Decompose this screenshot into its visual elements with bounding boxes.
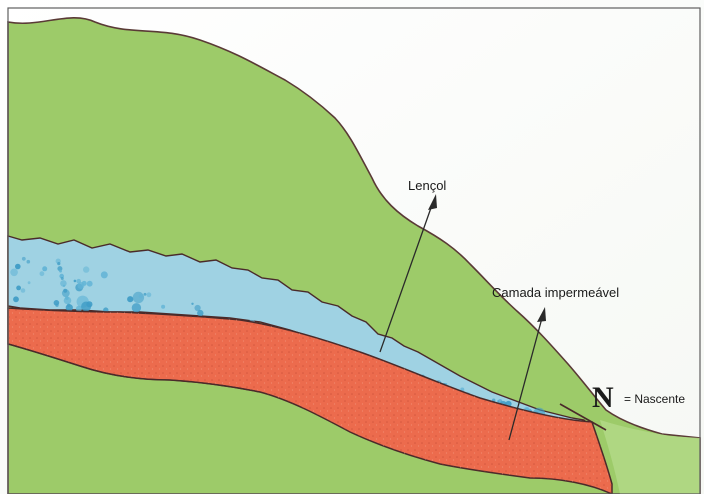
aquifer-bubble — [21, 288, 26, 293]
label-lencol: Lençol — [408, 178, 446, 193]
aquifer-bubble — [59, 270, 62, 273]
aquifer-bubble — [133, 292, 144, 303]
aquifer-bubble — [13, 296, 19, 302]
aquifer-bubble — [83, 266, 89, 272]
aquifer-bubble — [63, 285, 65, 287]
aquifer-bubble — [161, 305, 165, 309]
aquifer-bubble — [101, 271, 108, 278]
aquifer-bubble — [15, 264, 21, 270]
aquifer-bubble — [87, 281, 93, 287]
aquifer-bubble — [61, 277, 64, 280]
aquifer-bubble — [22, 257, 26, 261]
aquifer-bubble — [10, 269, 18, 277]
aquifer-bubble — [86, 301, 92, 307]
aquifer-bubble — [147, 292, 152, 297]
aquifer-bubble — [27, 260, 31, 264]
aquifer-bubble — [127, 296, 133, 302]
aquifer-bubble — [16, 286, 21, 291]
aquifer-bubble — [28, 281, 31, 284]
spring-symbol: N — [592, 381, 614, 414]
aquifer-bubble — [82, 281, 87, 286]
aquifer-bubble — [62, 289, 70, 297]
aquifer-bubble — [57, 262, 60, 265]
aquifer-bubble — [144, 293, 147, 296]
aquifer-bubble — [42, 266, 47, 271]
aquifer-bubble — [191, 303, 193, 305]
aquifer-bubble — [55, 304, 58, 307]
aquifer-bubble — [195, 305, 201, 311]
aquifer-bubble — [76, 279, 81, 284]
label-camada-impermeavel: Camada impermeável — [492, 285, 619, 300]
aquifer-bubble — [40, 271, 45, 276]
aquifer-bubble — [74, 280, 77, 283]
aquifer-bubble — [64, 297, 72, 305]
label-nascente: = Nascente — [624, 392, 685, 406]
aquifer-bubble — [132, 303, 141, 312]
aquifer-bubble — [139, 294, 143, 298]
